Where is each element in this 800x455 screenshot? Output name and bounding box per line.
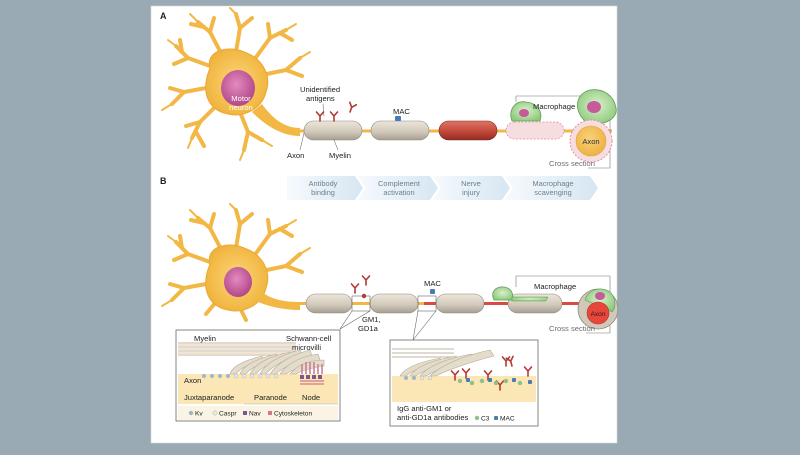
- node-box-left: [351, 295, 371, 312]
- inset-paranode-label: Paranode: [254, 393, 287, 402]
- mac-complex-a: [395, 116, 401, 121]
- gm1-label-line1: GM1,: [362, 315, 381, 324]
- panel-a-letter: A: [160, 11, 167, 21]
- node-box-right: [417, 295, 437, 312]
- axon-label-a: Axon: [287, 151, 304, 160]
- panel-b-letter: B: [160, 176, 167, 186]
- antibody-text-line1: IgG anti-GM1 or: [397, 404, 452, 413]
- cross-section-bracket-b: [515, 275, 611, 334]
- myelin-segments-a: [303, 120, 565, 141]
- mac-label-a: MAC: [393, 107, 410, 116]
- mac-label-b: MAC: [424, 279, 441, 288]
- gm1-ganglioside: [361, 293, 367, 299]
- cross-section-b: [577, 288, 619, 330]
- macrophage-label-a: Macrophage: [533, 102, 575, 111]
- macrophage-b: [492, 286, 549, 302]
- cross-section-label-a: Cross section: [549, 159, 595, 168]
- macrophage-label-b: Macrophage: [534, 282, 576, 291]
- inset-antibody-attack: [389, 339, 539, 427]
- inset-node-anatomy: [175, 329, 341, 422]
- legend-nav: Nav: [249, 411, 261, 418]
- stage-arrow-1: [287, 176, 363, 200]
- stage-arrow-3: [433, 176, 510, 200]
- legend-cytoskeleton: Cytoskeleton: [274, 411, 312, 418]
- inset-schwann-label-line2: microvilli: [292, 343, 321, 352]
- motor-neuron-label-line1: Motor: [231, 94, 251, 103]
- legend-c3: C3: [481, 416, 490, 423]
- cross-section-label-b: Cross section: [549, 324, 595, 333]
- axon-b-injured-red: [424, 302, 584, 305]
- antigens-label-line1: Unidentified: [300, 85, 340, 94]
- cross-section-a: [569, 89, 617, 163]
- macrophage-a: [510, 101, 542, 122]
- inset-node-label: Node: [302, 393, 320, 402]
- inset-axon-label: Axon: [184, 376, 201, 385]
- inset-juxtaparanode-label: Juxtaparanode: [184, 393, 234, 402]
- stage-1-line1: Antibody: [309, 179, 338, 188]
- legend-caspr: Caspr: [219, 411, 237, 418]
- stage-arrow-4: [505, 176, 598, 200]
- antigens-label-line2: antigens: [306, 94, 335, 103]
- stage-bar: Antibody binding Complement activation N…: [287, 176, 598, 200]
- stage-3-line2: injury: [462, 188, 480, 197]
- cross-axon-label-b: Axon: [590, 311, 605, 318]
- cross-axon-label-a: Axon: [582, 137, 599, 146]
- myelin-segments-b: [305, 293, 563, 314]
- legend-mac: MAC: [500, 416, 515, 423]
- stage-1-line2: binding: [311, 188, 335, 197]
- motor-neuron-label-line2: neuron: [229, 103, 253, 112]
- stage-2-line1: Complement: [378, 179, 420, 188]
- legend-kv: Kv: [195, 411, 203, 418]
- stage-arrow-2: [358, 176, 438, 200]
- myelin-label-a: Myelin: [329, 151, 351, 160]
- inset-myelin-label: Myelin: [194, 334, 216, 343]
- stage-2-line2: activation: [383, 188, 414, 197]
- neuron-b: [161, 203, 311, 322]
- mac-complex-b: [430, 289, 435, 294]
- stage-4-line2: scavenging: [534, 188, 571, 197]
- stage-3-line1: Nerve: [461, 179, 481, 188]
- stage-4-line1: Macrophage: [532, 179, 573, 188]
- gm1-label-line2: GD1a: [358, 324, 379, 333]
- inset-schwann-label-line1: Schwann-cell: [286, 334, 331, 343]
- antibody-text-line2: anti-GD1a antibodies: [397, 413, 469, 422]
- neuron-a: [161, 7, 311, 161]
